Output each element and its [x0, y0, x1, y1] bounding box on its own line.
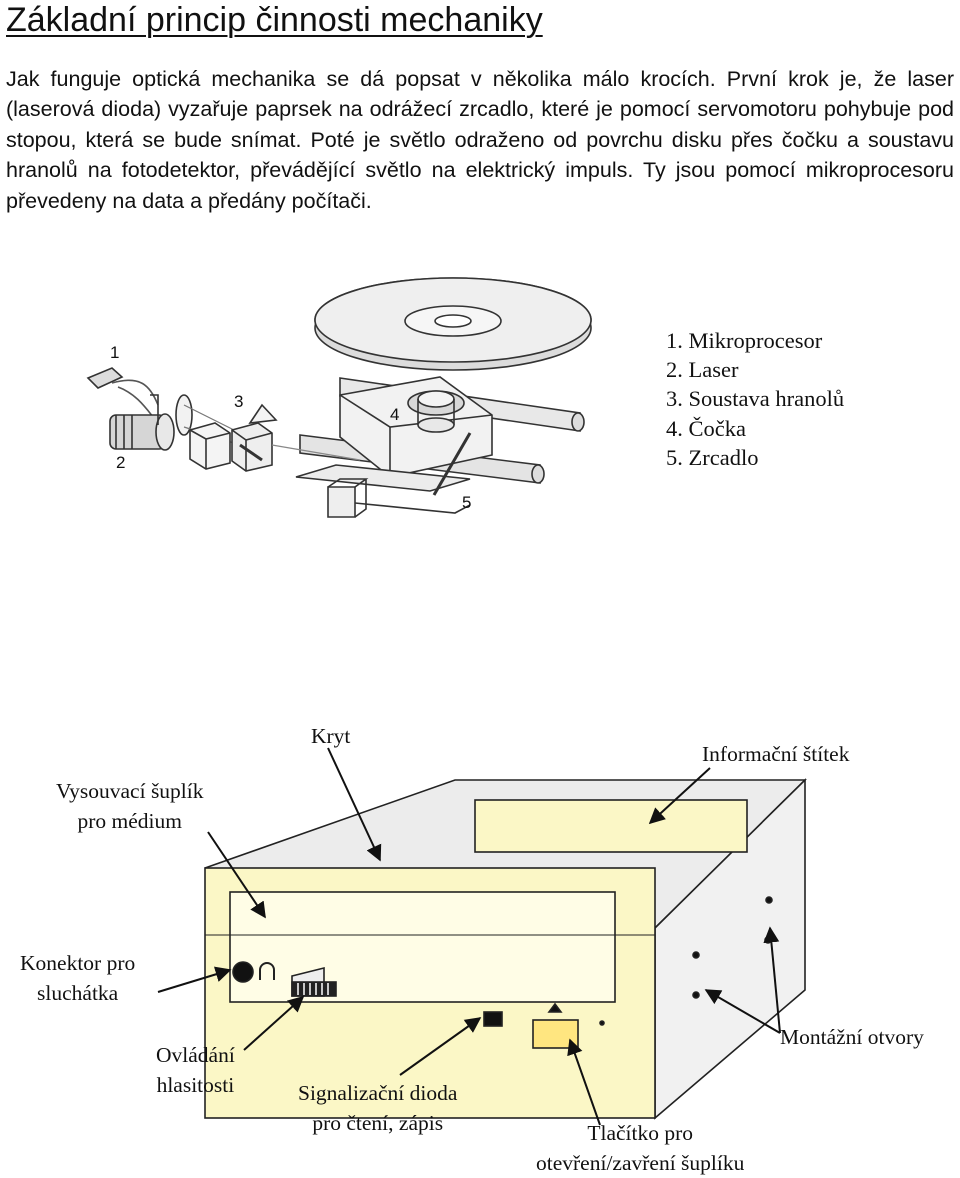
tray-slot: [229, 891, 616, 1003]
prism-assembly: [189, 403, 278, 472]
legend-item: 5. Zrcadlo: [666, 444, 759, 470]
legend-item: 4. Čočka: [666, 415, 746, 441]
mechanism-legend: 1. Mikroprocesor 2. Laser 3. Soustava hr…: [666, 326, 844, 472]
callout-2: 2: [116, 453, 125, 472]
headphone-jack: [232, 961, 254, 983]
headphone-icon: [259, 962, 275, 980]
legend-item: 3. Soustava hranolů: [666, 386, 845, 412]
callout-1: 1: [110, 343, 119, 362]
callout-4: 4: [390, 405, 399, 424]
optical-mechanism-diagram: 1 2 3 4 5: [86, 277, 592, 518]
legend-item: 1. Mikroprocesor: [666, 328, 823, 353]
drive-front-diagram: [157, 747, 807, 1126]
microprocessor-chip: [86, 367, 161, 426]
page-title: Základní princip činnosti mechaniky: [6, 1, 543, 39]
info-label: [474, 799, 748, 853]
info-label-caption: Informační štítek: [702, 742, 850, 766]
activity-led: [483, 1011, 503, 1027]
mount-label: Montážní otvory: [780, 1025, 924, 1049]
optical-sled: [295, 376, 493, 518]
intro-paragraph: Jak funguje optická mechanika se dá pops…: [6, 67, 954, 213]
callout-3: 3: [234, 392, 243, 411]
disc: [314, 277, 592, 371]
cover-label: Kryt: [311, 724, 351, 748]
laser-diode: [109, 394, 193, 451]
callout-5: 5: [462, 493, 471, 512]
legend-item: 2. Laser: [666, 357, 739, 383]
